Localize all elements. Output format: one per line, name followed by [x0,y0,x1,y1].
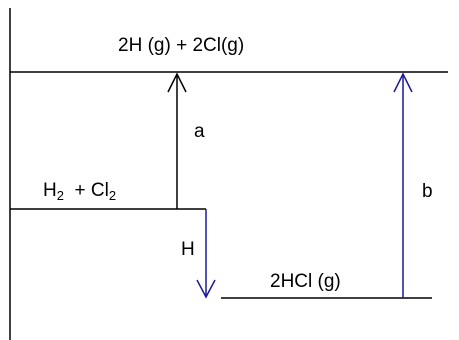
atoms-level-label: 2H (g) + 2Cl(g) [118,35,245,56]
arrow-a [167,72,187,209]
reactant-h-text: H [43,180,57,201]
arrow-h [196,209,216,299]
reactant-cl-subscript: 2 [108,188,117,203]
arrow-b [393,72,413,298]
product-level-label: 2HCl (g) [270,271,341,292]
reactant-h-subscript: 2 [56,188,64,203]
arrow-b-label: b [422,181,433,202]
arrow-h-label: H [181,239,195,260]
reactants-level-label: H2 + Cl2 [43,180,117,203]
reactant-cl-text: + Cl [74,180,109,201]
arrow-a-label: a [194,121,205,142]
